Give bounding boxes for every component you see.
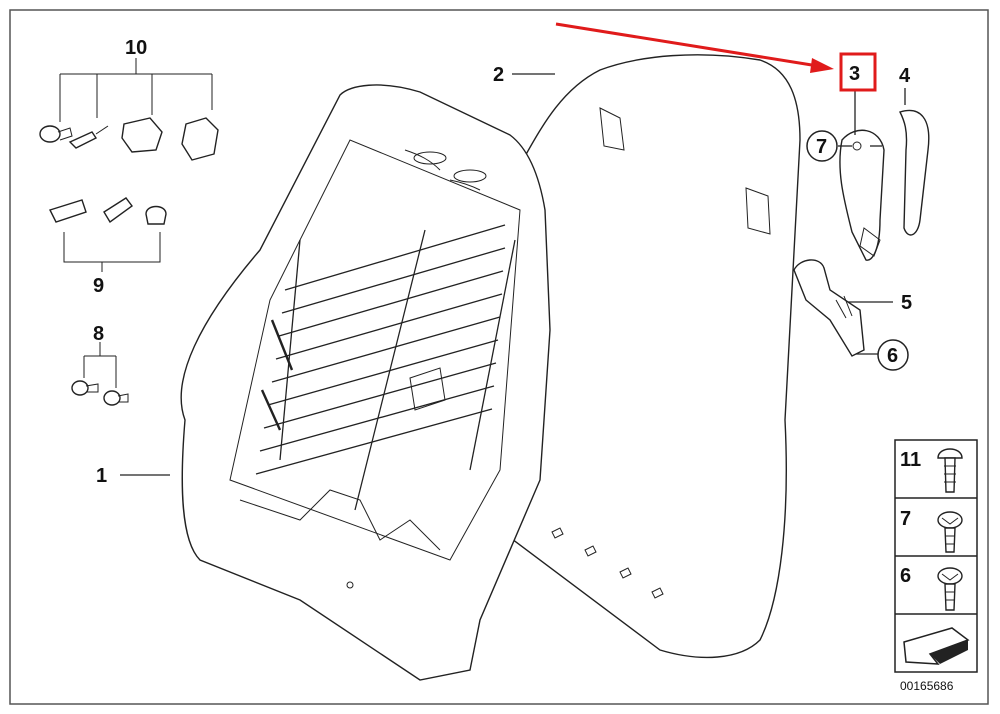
callout-10: 10 — [125, 37, 147, 59]
direction-arrow-icon — [903, 627, 970, 665]
callout-1: 1 — [96, 465, 107, 487]
callout-6: 6 — [887, 345, 898, 367]
callout-9: 9 — [93, 275, 104, 297]
oval-head-screw-icon — [937, 511, 963, 553]
callout-2: 2 — [493, 64, 504, 86]
callout-5: 5 — [901, 292, 912, 314]
callout-4: 4 — [899, 65, 911, 87]
part-1-backrest-frame — [180, 84, 551, 681]
part-5-bracket — [793, 259, 865, 357]
highlight-arrow-head — [810, 58, 834, 73]
callout-6-circle — [877, 339, 909, 371]
part-4-trim-strip — [899, 109, 930, 236]
highlight-box-part-3 — [839, 52, 877, 92]
part-2-backrest-panel — [499, 54, 801, 659]
part-9-clips — [49, 197, 167, 272]
diagram-code: 00165686 — [900, 679, 954, 693]
legend-item-11-number: 11 — [900, 449, 921, 471]
callout-7: 7 — [816, 136, 827, 158]
callout-7-circle — [806, 130, 838, 162]
legend-item-7-number: 7 — [900, 508, 911, 530]
fastener-legend: 11 7 6 — [894, 439, 978, 673]
push-rivet-icon — [937, 448, 963, 493]
legend-item-6-number: 6 — [900, 565, 911, 587]
part-10-fasteners — [39, 58, 219, 161]
part-8-screws — [71, 342, 129, 406]
leader-lines — [120, 73, 906, 476]
callout-8: 8 — [93, 323, 104, 345]
highlight-annotation — [555, 22, 877, 92]
part-3-side-cover — [839, 129, 885, 261]
diagram-frame — [9, 9, 989, 705]
pan-head-screw-icon — [937, 567, 963, 611]
callout-3: 3 — [849, 63, 860, 85]
